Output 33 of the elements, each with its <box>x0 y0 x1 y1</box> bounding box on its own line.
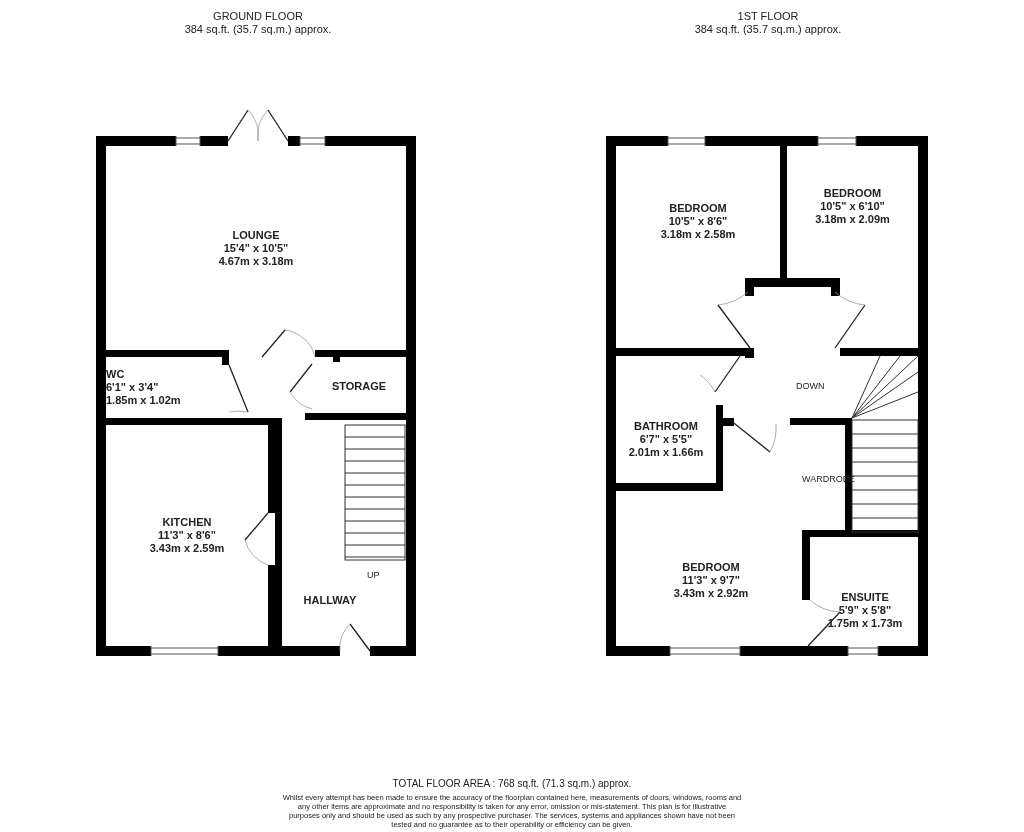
room-name: BEDROOM <box>669 201 727 215</box>
stair-direction-label: UP <box>367 570 380 580</box>
room-name: KITCHEN <box>162 516 212 529</box>
room-name: WC <box>106 368 125 381</box>
room-name: BEDROOM <box>682 560 740 574</box>
room-dimensions: 6'7" x 5'5" <box>639 432 693 446</box>
floor-title: GROUND FLOOR <box>213 10 303 23</box>
floor-area: 384 sq.ft. (35.7 sq.m.) approx. <box>184 23 332 36</box>
room-dimensions: 1.85m x 1.02m <box>106 394 181 407</box>
room-name: ENSUITE <box>841 590 889 604</box>
floor-area: 384 sq.ft. (35.7 sq.m.) approx. <box>694 23 842 36</box>
room-dimensions: 15'4" x 10'5" <box>223 241 289 255</box>
room-dimensions: 11'3" x 8'6" <box>158 529 216 542</box>
floor-title: 1ST FLOOR <box>737 10 799 23</box>
room-dimensions: 1.75m x 1.73m <box>827 616 903 630</box>
room-dimensions: 3.43m x 2.59m <box>149 542 225 555</box>
room-dimensions: 4.67m x 3.18m <box>218 254 294 268</box>
room-name: STORAGE <box>331 379 387 393</box>
stair-direction-label: DOWN <box>796 381 825 391</box>
room-dimensions: 2.01m x 1.66m <box>628 445 704 459</box>
room-name: BATHROOM <box>634 419 698 433</box>
room-name: BEDROOM <box>823 186 882 200</box>
room-dimensions: 3.18m x 2.58m <box>660 227 736 241</box>
room-dimensions: 6'1" x 3'4" <box>106 381 159 394</box>
room-dimensions: 10'5" x 6'10" <box>820 199 885 213</box>
room-dimensions: 10'5" x 8'6" <box>668 214 728 228</box>
total-floor-area: TOTAL FLOOR AREA : 768 sq.ft. (71.3 sq.m.) approx. <box>0 778 1024 789</box>
room-dimensions: 3.18m x 2.09m <box>815 212 890 226</box>
room-dimensions: 3.43m x 2.92m <box>673 586 749 600</box>
room-name: LOUNGE <box>232 228 280 242</box>
room-dimensions: 5'9" x 5'8" <box>838 603 892 617</box>
room-name: HALLWAY <box>303 593 357 607</box>
room-dimensions: 11'3" x 9'7" <box>682 573 740 587</box>
